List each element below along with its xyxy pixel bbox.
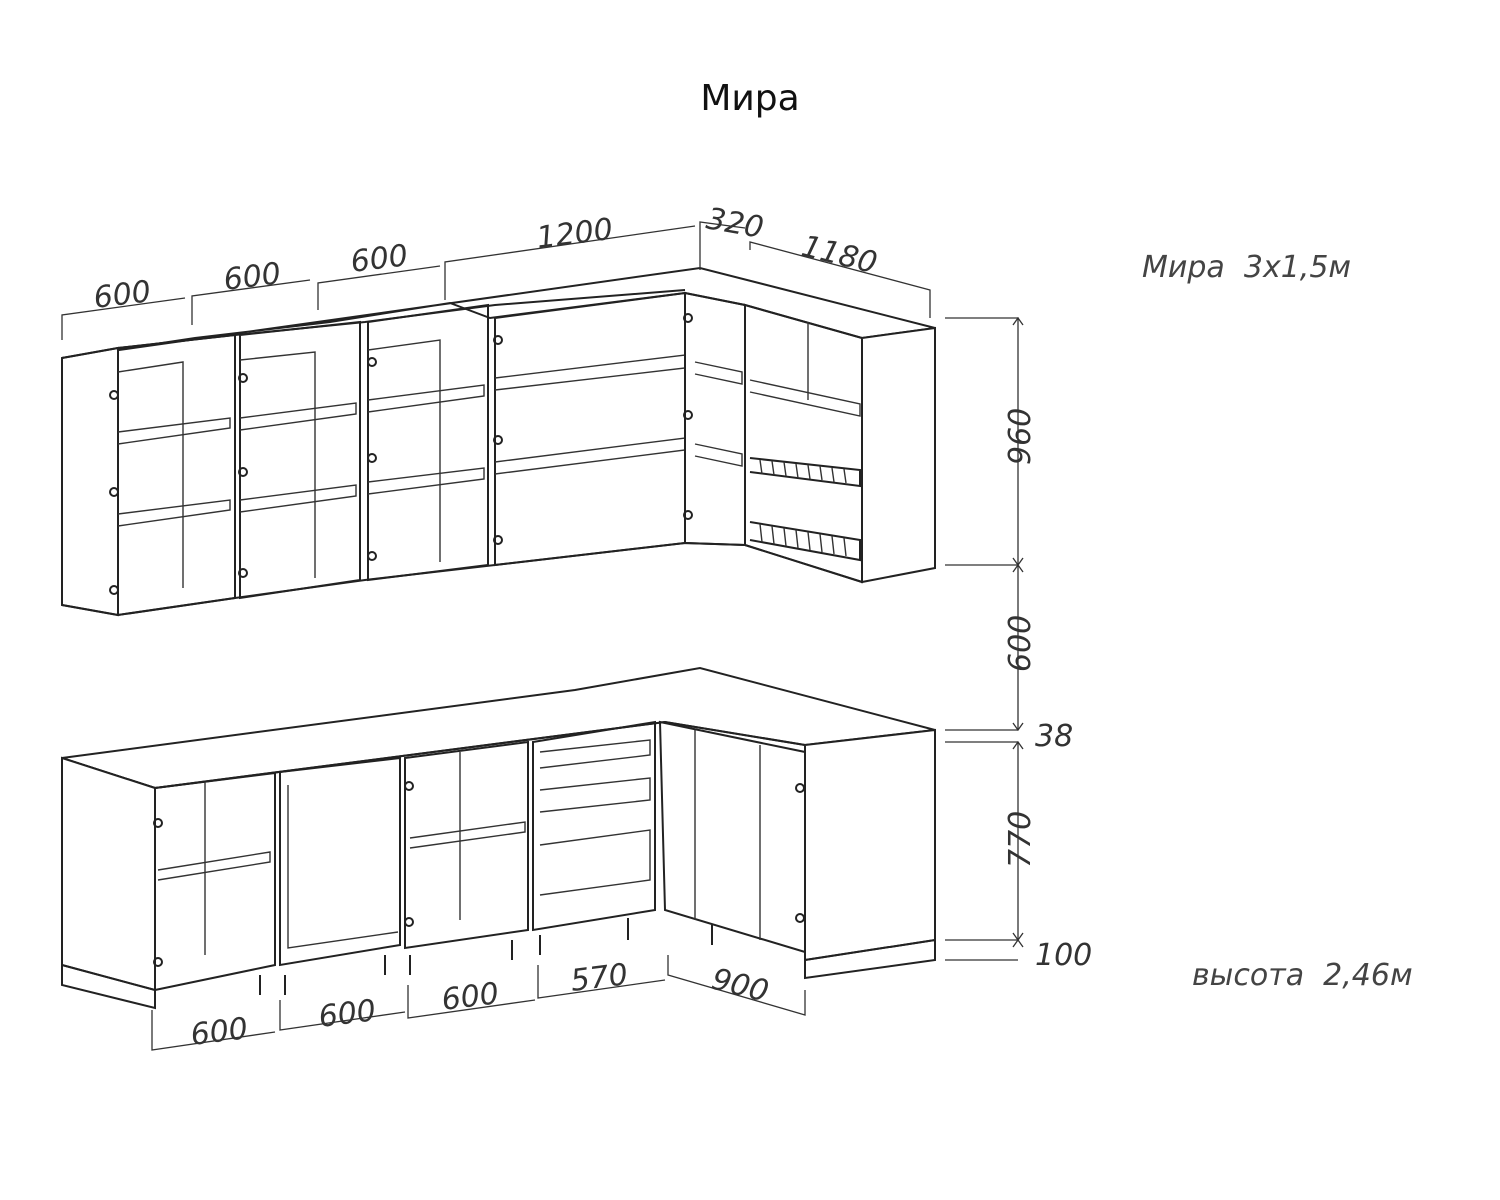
upper-cabinet-4 [493,291,686,567]
dim-upper-1: 600 [92,274,153,316]
dish-rack-lower [749,521,861,562]
lower-cabinets [61,666,936,1010]
dish-rack-upper [749,457,861,488]
lower-cabinet-3 [404,740,529,975]
dim-vertical-4: 770 [1003,811,1038,868]
dim-lower-4: 570 [569,957,630,999]
dim-lower-3: 600 [440,976,501,1018]
dim-upper-6: 1180 [798,229,881,281]
vertical-dimension-labels: 960 600 38 770 100 [1003,408,1092,973]
upper-cabinet-3 [367,303,489,582]
lower-cabinet-1 [153,771,276,995]
size-note: Мира 3х1,5м [1142,250,1351,285]
dim-vertical-3: 38 [1035,719,1073,754]
upper-dish-rack-cabinet [744,303,863,584]
dim-upper-4: 1200 [535,212,615,256]
lower-dimension-labels: 600 600 600 570 900 [189,957,772,1053]
lower-drawer-cabinet [532,720,656,955]
dim-upper-3: 600 [349,238,410,280]
dim-vertical-5: 100 [1035,938,1092,973]
page-title: Мира [700,78,800,119]
lower-cabinet-2 [279,756,401,995]
upper-cabinets [61,266,936,617]
dim-upper-5: 320 [704,201,766,245]
upper-cabinet-2 [238,320,361,600]
dim-lower-5: 900 [708,962,772,1010]
lower-corner-cabinet [658,720,806,954]
dim-upper-2: 600 [222,256,283,298]
dim-lower-2: 600 [317,993,378,1035]
height-note: высота 2,46м [1192,958,1413,993]
dimension-lines [61,221,1024,1051]
upper-corner-cabinet [683,291,746,547]
dim-lower-1: 600 [189,1011,250,1053]
dim-vertical-2: 600 [1003,615,1038,672]
upper-cabinet-1 [109,333,236,617]
dim-vertical-1: 960 [1003,408,1038,465]
